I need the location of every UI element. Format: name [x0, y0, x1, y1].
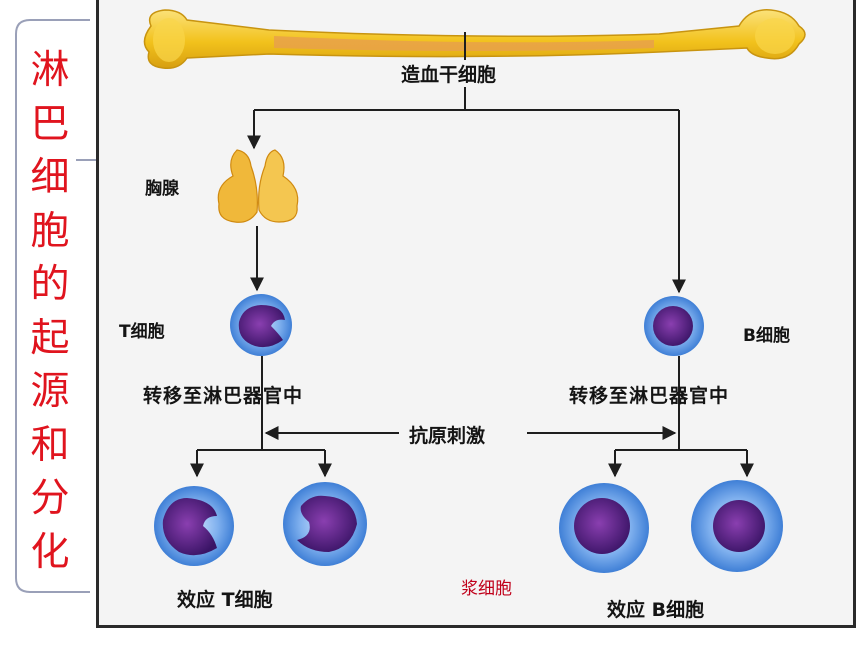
b-cell-label: B细胞: [743, 326, 790, 346]
title-char: 的: [30, 262, 70, 307]
bone-shaft: [143, 9, 806, 70]
effector-t-label: 效应 T细胞: [177, 589, 273, 611]
stem-cell-label: 造血干细胞: [399, 60, 499, 87]
b-migrate-label: 转移至淋巴器官中: [569, 385, 730, 407]
title-char: 淋: [30, 48, 70, 93]
thymus-right-lobe: [258, 149, 299, 223]
effector-b-label: 效应 B细胞: [607, 599, 705, 621]
title-char: 胞: [30, 208, 70, 254]
vertical-title: 淋 巴 细 胞 的 起 源 和 分 化: [22, 44, 78, 579]
effector-b-cell-2-nucleus: [713, 500, 765, 552]
title-char: 源: [30, 369, 70, 414]
connector-lines: [190, 32, 754, 478]
title-char: 分: [30, 476, 70, 521]
b-cell-nucleus: [653, 306, 693, 346]
title-char: 巴: [30, 101, 70, 147]
bone-head-right: [755, 18, 795, 54]
effector-b-cell-1-nucleus: [574, 498, 630, 554]
t-cell-illustration: [230, 294, 292, 356]
t-cell-label: T细胞: [119, 322, 165, 342]
title-char: 细: [30, 155, 70, 200]
effector-t-cells: [154, 482, 367, 566]
thymus-illustration: [217, 149, 299, 223]
thymus-label: 胸腺: [145, 179, 179, 199]
diagram-frame: 造血干细胞 胸腺 T细胞 B细胞 转移至淋巴器官中 转移至淋巴器官中 抗原刺激 …: [96, 0, 856, 628]
title-char: 化: [30, 529, 70, 575]
antigen-label: 抗原刺激: [405, 421, 490, 448]
title-bracket: [15, 19, 96, 593]
b-cell-illustration: [644, 296, 704, 356]
thymus-left-lobe: [217, 149, 258, 223]
title-char: 起: [30, 315, 70, 361]
plasma-cell-label: 浆细胞: [461, 579, 512, 599]
t-cell-nucleus: [238, 305, 285, 348]
effector-t-cell-1-nucleus: [162, 498, 217, 556]
title-char: 和: [30, 422, 70, 468]
lymphocyte-diagram: [143, 9, 806, 573]
effector-t-cell-2-nucleus: [297, 495, 357, 552]
effector-b-cells: [559, 480, 783, 573]
t-migrate-label: 转移至淋巴器官中: [143, 385, 304, 407]
bone-head-left: [153, 18, 185, 62]
